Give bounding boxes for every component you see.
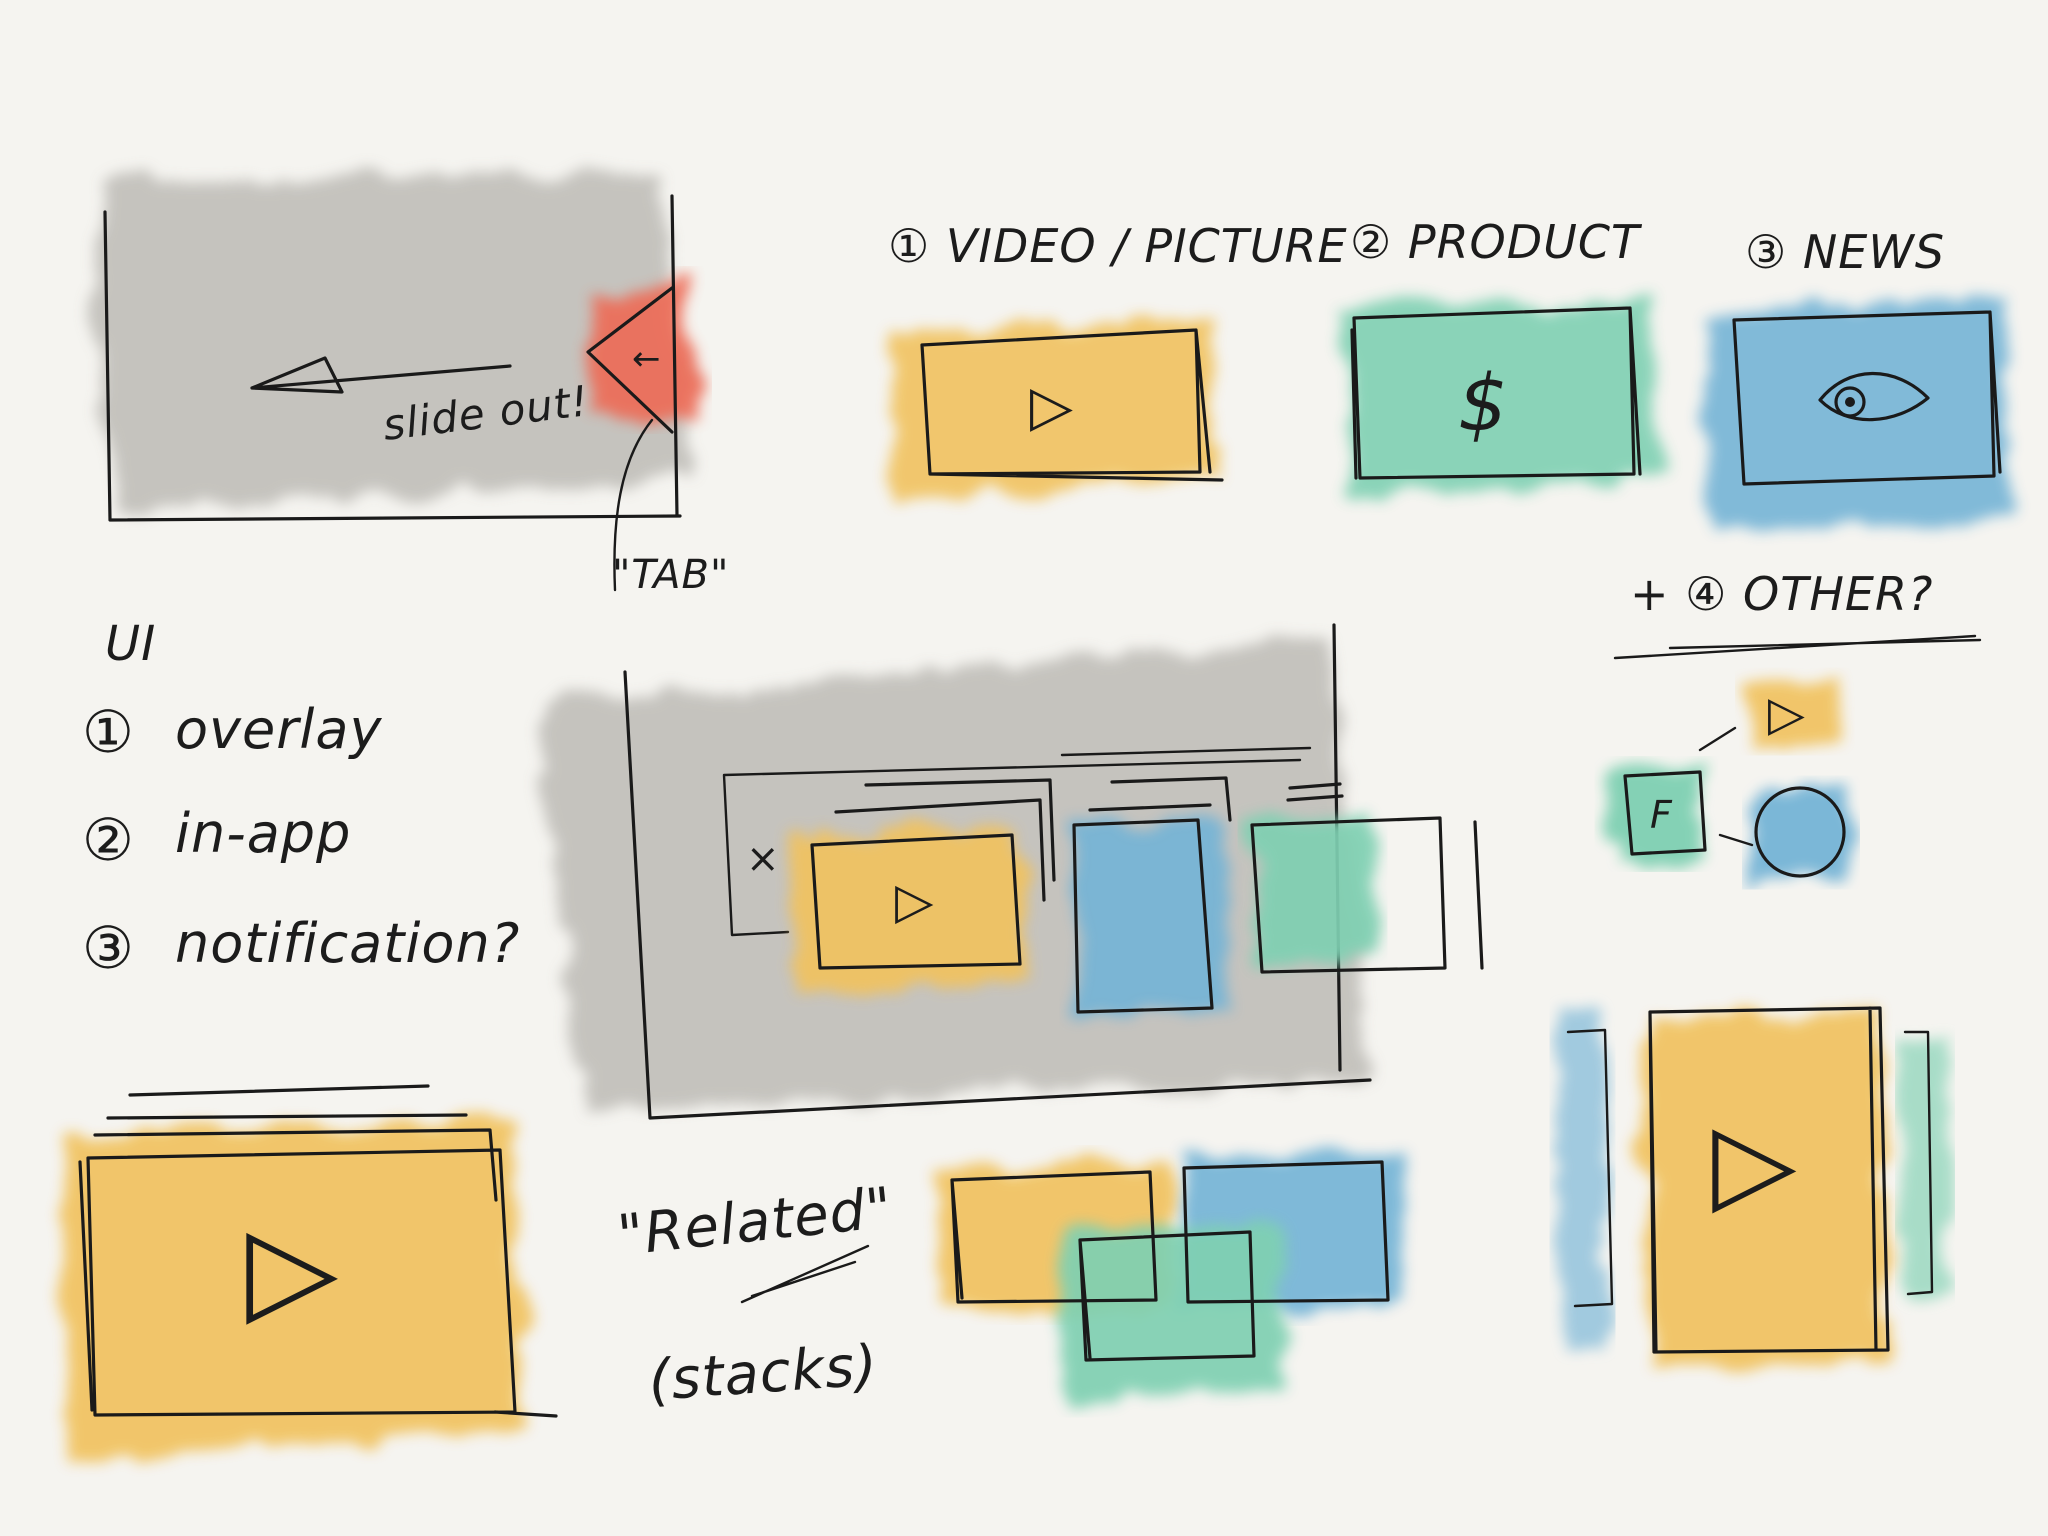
product-card: [1350, 306, 1642, 480]
ui-item-2-num: ②: [82, 806, 135, 874]
ui-item-1-label: overlay: [175, 698, 383, 761]
carousel-sketch: × ▷: [540, 623, 1484, 1120]
tab-arrow-icon: ←: [632, 339, 662, 379]
carousel-teal-card: [1250, 782, 1484, 974]
portrait-play-icon: ▷: [1712, 1098, 1798, 1226]
gray-wash-top-left: [90, 170, 690, 510]
ui-item-2-label: in-app: [175, 802, 351, 865]
big-play-icon: ▷: [246, 1200, 339, 1339]
other-connectors: [1698, 726, 1754, 847]
big-video-card: ▷: [60, 1084, 558, 1460]
screen-frame: [103, 194, 682, 522]
ui-item-1-num: ①: [82, 698, 135, 766]
news-card: [1732, 310, 2002, 486]
carousel-yellow-wash: [792, 825, 1024, 995]
ui-item-3-num: ③: [82, 914, 135, 982]
slide-arrow: [250, 356, 512, 394]
ui-heading: UI: [105, 616, 156, 672]
tab-callout-line: [613, 418, 654, 592]
carousel-play-icon: ▷: [895, 872, 934, 930]
related-sub: (stacks): [646, 1333, 880, 1414]
stack-teal-card: [1078, 1230, 1256, 1362]
big-card-frame: [78, 1084, 558, 1418]
portrait-frame: [1648, 1006, 1890, 1354]
stacks-cards: [935, 1150, 1410, 1400]
portrait-card: ▷: [1555, 1006, 1950, 1370]
slide-out-sketch: ← slide out! "TAB": [90, 170, 729, 598]
carousel-strip: [722, 746, 1312, 937]
other-section: + ④ OTHER? ▷ F: [1605, 567, 1982, 880]
product-wash: [1340, 300, 1660, 500]
other-underline: [1613, 634, 1982, 660]
portrait-side-brackets: [1566, 1028, 1934, 1308]
big-yellow-wash: [60, 1120, 525, 1460]
ui-list: UI ① overlay ② in-app ③ notification?: [82, 616, 520, 982]
video-wash: [890, 320, 1220, 500]
eye-icon: [1818, 371, 1930, 422]
related-label: "Related": [615, 1175, 896, 1268]
content-types: ① VIDEO / PICTURE ▷ ② PRODUCT $ ③ NEWS: [888, 215, 2010, 530]
stack-yellow-card: [950, 1170, 1158, 1304]
type-product-label: ② PRODUCT: [1350, 215, 1643, 269]
type-other-label: + ④ OTHER?: [1630, 567, 1933, 621]
portrait-right-teal-wash: [1900, 1040, 1950, 1290]
close-icon: ×: [746, 836, 781, 882]
f-badge-icon: F: [1650, 793, 1673, 837]
carousel-blue-wash: [1075, 820, 1230, 1015]
other-play-wash: [1745, 675, 1845, 748]
portrait-left-blue-wash: [1555, 1010, 1610, 1355]
type-video-label: ① VIDEO / PICTURE: [888, 219, 1348, 273]
related-underline: [740, 1244, 870, 1304]
tab-shape: [586, 286, 674, 434]
other-circle-icon: [1754, 786, 1846, 878]
carousel-teal-wash: [1250, 815, 1375, 965]
carousel-yellow-card: [810, 778, 1056, 970]
video-card: [920, 328, 1224, 482]
carousel-blue-card: [1072, 776, 1232, 1014]
video-play-icon: ▷: [1030, 374, 1074, 439]
other-f-box: [1623, 770, 1707, 856]
product-dollar-icon: $: [1458, 359, 1509, 449]
other-play-icon: ▷: [1768, 686, 1806, 742]
tab-label: "TAB": [612, 552, 729, 598]
related-section: "Related" (stacks): [615, 1175, 896, 1414]
ui-item-3-label: notification?: [175, 912, 520, 975]
other-circle-wash: [1752, 785, 1850, 880]
stack-blue-card: [1182, 1160, 1390, 1304]
portrait-yellow-wash: [1640, 1010, 1890, 1370]
type-news-label: ③ NEWS: [1745, 225, 1945, 279]
tab-red-wash: [580, 280, 700, 420]
